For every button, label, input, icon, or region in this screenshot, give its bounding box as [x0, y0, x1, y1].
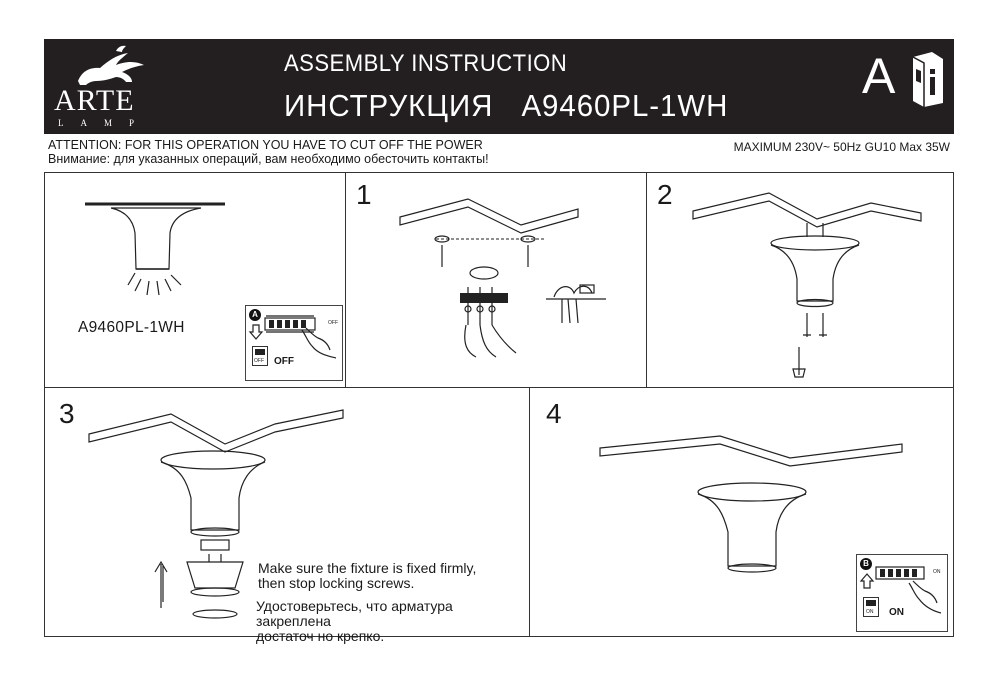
on-switch-icon: ON — [863, 597, 879, 617]
on-tiny: ON — [933, 569, 941, 575]
up-arrow-small-icon — [859, 573, 875, 589]
logo-subtitle: LAMP — [58, 118, 152, 128]
panel-step-4: 4 B ON ON ON — [529, 387, 954, 637]
off-tiny: OFF — [328, 320, 338, 326]
badge-b: B — [860, 558, 872, 570]
panel-step-1: 1 — [345, 172, 647, 388]
title-en: ASSEMBLY INSTRUCTION — [284, 50, 568, 77]
on-switch-small: ON — [866, 609, 874, 615]
step-1-number: 1 — [356, 179, 372, 210]
panel-step-2: 2 — [646, 172, 954, 388]
panel-step-3: 3 Make sure the fixture is fixed firmly,… — [44, 387, 530, 644]
step-4-drawing — [599, 435, 903, 573]
hand-icon — [301, 327, 337, 359]
step-3-note-ru: Удостоверьтесь, что арматура закреплена … — [256, 598, 453, 644]
attention-ru: Внимание: для указанных операций, вам не… — [48, 152, 489, 166]
fixture-overview-drawing — [85, 202, 225, 296]
attention-en: ATTENTION: FOR THIS OPERATION YOU HAVE T… — [48, 138, 483, 152]
off-switch-icon: OFF — [252, 346, 268, 366]
step-2-drawing — [692, 192, 922, 378]
power-on-diagram: B ON ON ON — [856, 554, 948, 632]
step-3-number: 3 — [59, 398, 75, 429]
hand-on-icon — [908, 580, 942, 614]
up-arrow-icon — [154, 560, 168, 608]
doc-letter: A — [862, 48, 896, 104]
panel-overview: A9460PL-1WH A OFF OFF OFF — [44, 172, 346, 388]
step-1-drawing — [399, 198, 606, 358]
header-band: ARTE LAMP ASSEMBLY INSTRUCTION ИНСТРУКЦИ… — [44, 39, 954, 134]
manual-book-icon — [912, 52, 943, 107]
lion-logo-icon — [78, 45, 144, 85]
step-3-drawing — [88, 409, 344, 619]
step-4-number: 4 — [546, 398, 562, 429]
model-code: A9460PL-1WH — [521, 88, 729, 123]
breaker-panel-on-drawing — [875, 566, 925, 580]
breaker-panel-drawing — [264, 315, 316, 333]
off-switch-small: OFF — [254, 358, 264, 364]
spec-line: MAXIMUM 230V~ 50Hz GU10 Max 35W — [733, 140, 950, 154]
step-2-number: 2 — [657, 179, 673, 210]
down-arrow-icon — [248, 324, 264, 340]
step-3-note-en: Make sure the fixture is fixed firmly, t… — [258, 560, 477, 591]
logo-wordmark: ARTE — [54, 84, 135, 117]
overview-model-label: A9460PL-1WH — [78, 319, 185, 336]
power-off-diagram: A OFF OFF OFF — [245, 305, 343, 381]
badge-a: A — [249, 309, 261, 321]
on-label: ON — [889, 607, 904, 618]
off-label: OFF — [274, 356, 294, 367]
title-ru: ИНСТРУКЦИЯ A9460PL-1WH — [284, 88, 729, 123]
